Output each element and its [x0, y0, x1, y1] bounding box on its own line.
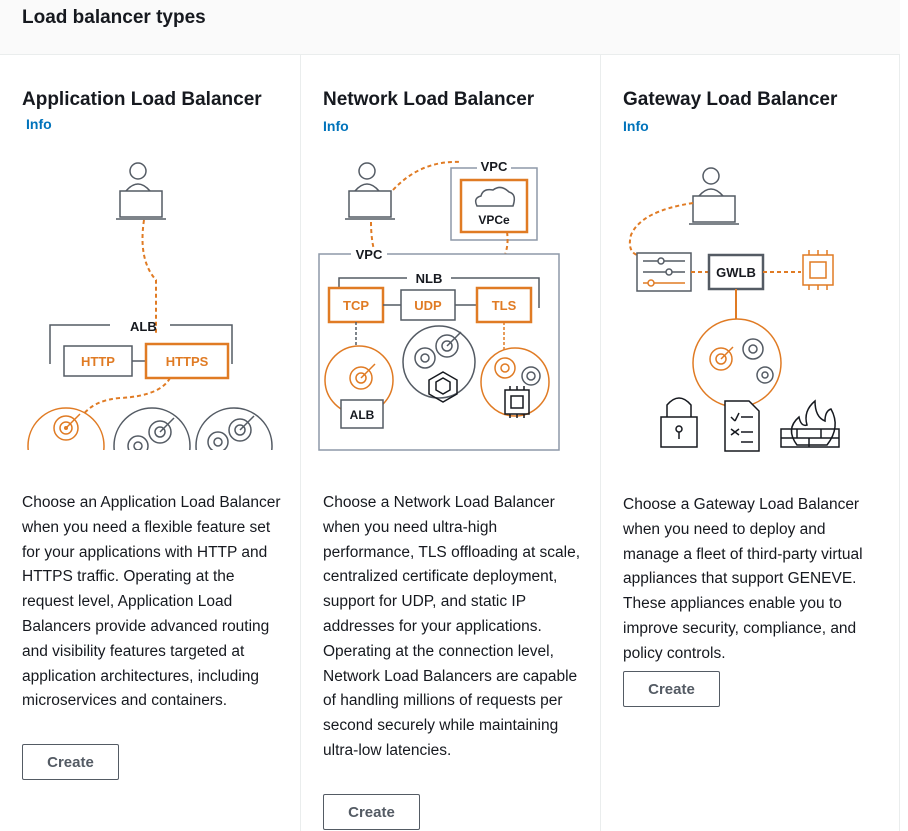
card-title-text: Application Load Balancer — [22, 89, 262, 110]
card-gateway-load-balancer: Gateway Load Balancer Info — [600, 55, 900, 831]
container-icon — [428, 371, 458, 403]
target-icon — [53, 413, 81, 441]
card-description: Choose a Network Load Balancer when you … — [323, 494, 581, 759]
tcp-listener-label: TCP — [343, 298, 369, 313]
udp-listener-label: UDP — [414, 298, 442, 313]
nlb-label: NLB — [416, 271, 443, 286]
alb-label: ALB — [350, 408, 375, 422]
nlb-diagram: VPC VPCe VPC NLB TCP UDP — [318, 159, 560, 451]
user-laptop-icon — [116, 162, 166, 220]
alb-diagram: ALB HTTP HTTPS — [27, 162, 273, 450]
https-listener-label: HTTPS — [166, 354, 209, 369]
info-link[interactable]: Info — [623, 118, 649, 134]
create-nlb-button[interactable]: Create — [323, 794, 420, 830]
target-icon — [709, 338, 774, 384]
gwlb-label: GWLB — [716, 265, 756, 280]
card-title-text: Network Load Balancer — [323, 89, 535, 110]
info-link[interactable]: Info — [26, 116, 52, 132]
target-icon — [414, 331, 462, 369]
create-alb-button[interactable]: Create — [22, 744, 119, 780]
http-listener-label: HTTP — [81, 354, 115, 369]
alb-box — [340, 399, 384, 429]
card-title: Gateway Load Balancer Info — [623, 88, 873, 138]
card-title: Application Load Balancer Info — [22, 88, 272, 136]
card-title-text: Gateway Load Balancer — [623, 89, 838, 110]
card-description: Choose an Application Load Balancer when… — [22, 494, 281, 710]
chip-icon — [802, 250, 834, 290]
card-description: Choose a Gateway Load Balancer when you … — [623, 496, 863, 662]
info-link[interactable]: Info — [323, 118, 349, 134]
card-application-load-balancer: Application Load Balancer Info ALB HTTP — [0, 55, 300, 831]
card-network-load-balancer: Network Load Balancer Info VPC VPCe — [300, 55, 600, 831]
panel-header: Load balancer types — [0, 0, 900, 55]
target-icon — [494, 357, 541, 386]
target-icon — [127, 417, 175, 450]
target-icon — [349, 363, 376, 390]
checklist-icon — [724, 400, 760, 452]
vpc-top-label: VPC — [481, 159, 508, 174]
create-gwlb-button[interactable]: Create — [623, 671, 720, 707]
route-table-icon — [636, 252, 692, 292]
user-laptop-icon — [689, 167, 739, 225]
target-icon — [207, 415, 255, 450]
alb-group-label: ALB — [130, 319, 157, 334]
panel-title: Load balancer types — [22, 7, 206, 28]
chip-icon — [504, 386, 530, 418]
firewall-icon — [780, 399, 840, 448]
vpce-label: VPCe — [478, 213, 510, 227]
cloud-icon — [474, 186, 516, 207]
gwlb-diagram: GWLB — [628, 167, 840, 452]
card-title: Network Load Balancer Info — [323, 88, 573, 138]
tls-listener-label: TLS — [492, 298, 517, 313]
vpc-label: VPC — [356, 247, 383, 262]
lock-icon — [660, 397, 698, 448]
https-listener-box — [144, 342, 230, 380]
user-laptop-icon — [345, 162, 395, 220]
